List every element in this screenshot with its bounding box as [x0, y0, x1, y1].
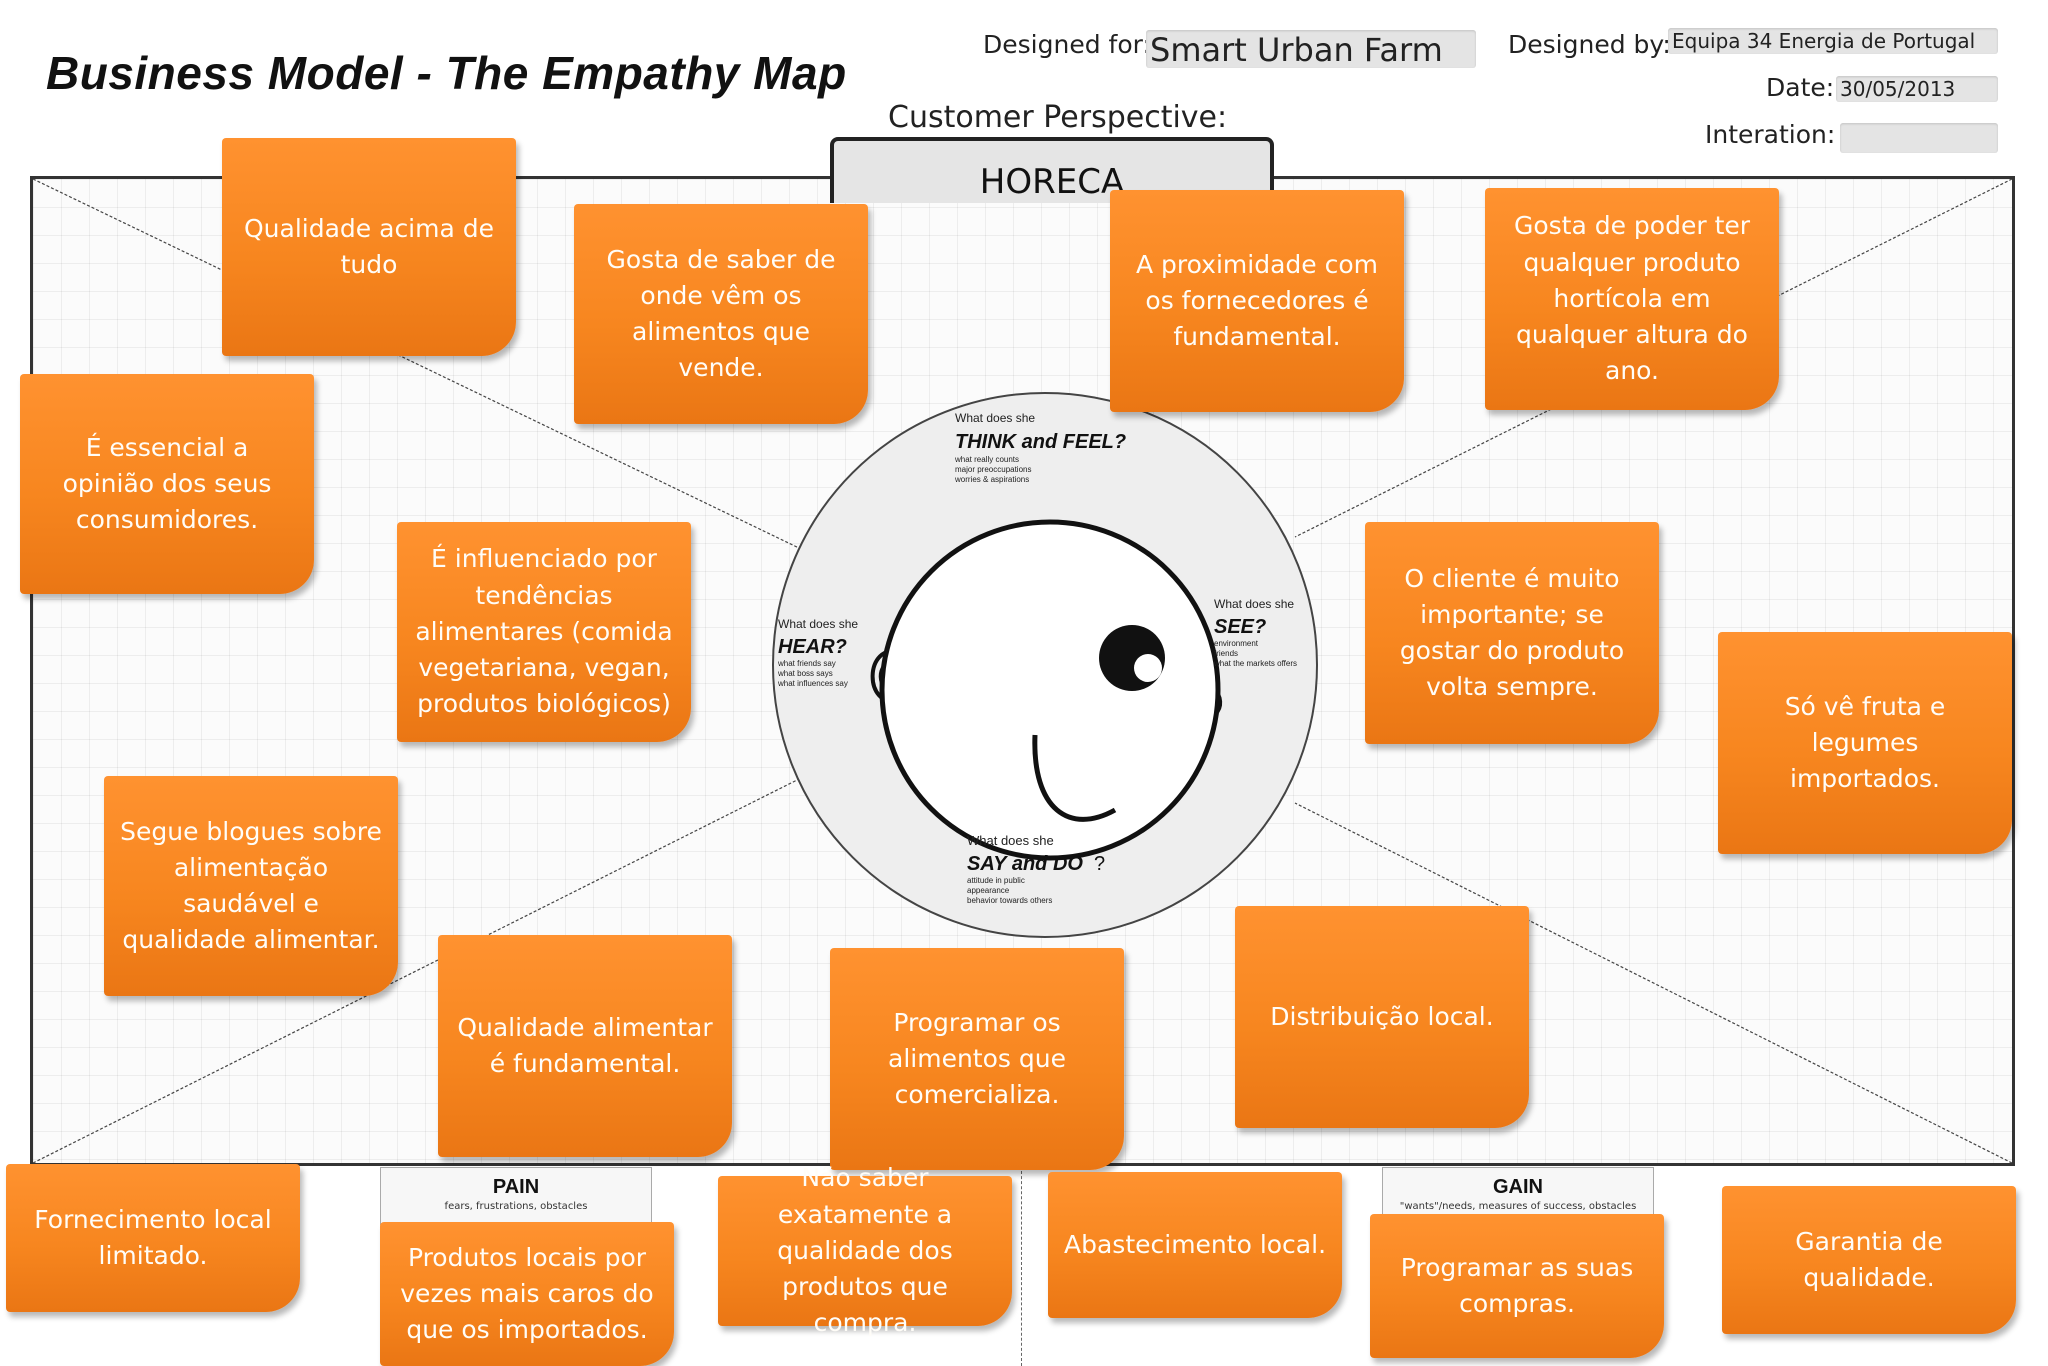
- svg-text:environment: environment: [1214, 639, 1259, 648]
- gain-subtitle: "wants"/needs, measures of success, obst…: [1399, 1201, 1637, 1212]
- svg-text:worries & aspirations: worries & aspirations: [954, 475, 1029, 484]
- pain-header: PAIN fears, frustrations, obstacles: [380, 1167, 652, 1225]
- sticky-note[interactable]: Distribuição local.: [1235, 906, 1529, 1128]
- hear-pre: What does she: [778, 617, 858, 631]
- think-pre: What does she: [955, 411, 1035, 425]
- iteration-field[interactable]: [1840, 123, 1998, 153]
- svg-text:appearance: appearance: [967, 886, 1010, 895]
- sticky-note[interactable]: É essencial a opinião dos seus consumido…: [20, 374, 314, 594]
- say-pre: What does she: [967, 833, 1054, 848]
- say-question-mark: ?: [1094, 853, 1105, 875]
- customer-perspective-label: Customer Perspective:: [888, 100, 1228, 135]
- designed-for-field[interactable]: Smart Urban Farm: [1146, 30, 1476, 68]
- sticky-note[interactable]: Só vê fruta e legumes importados.: [1718, 632, 2012, 854]
- see-title: SEE?: [1214, 616, 1266, 638]
- sticky-note[interactable]: Qualidade alimentar é fundamental.: [438, 935, 732, 1157]
- see-pre: What does she: [1214, 597, 1294, 611]
- svg-text:major preoccupations: major preoccupations: [955, 465, 1031, 474]
- think-title: THINK and FEEL?: [955, 431, 1126, 453]
- sticky-note[interactable]: Garantia de qualidade.: [1722, 1186, 2016, 1334]
- hear-title: HEAR?: [778, 636, 847, 658]
- sticky-note[interactable]: Segue blogues sobre alimentação saudável…: [104, 776, 398, 996]
- designed-by-label: Designed by:: [1508, 30, 1671, 59]
- empathy-center: What does she THINK and FEEL? what reall…: [770, 390, 1320, 940]
- date-label: Date:: [1766, 73, 1835, 102]
- pain-gain-divider: [1021, 1166, 1022, 1366]
- sticky-note[interactable]: Qualidade acima de tudo: [222, 138, 516, 356]
- svg-text:what really counts: what really counts: [954, 455, 1019, 464]
- say-title: SAY and DO: [967, 853, 1083, 875]
- head-icon: [879, 519, 1221, 861]
- svg-text:what friends say: what friends say: [777, 659, 836, 668]
- sticky-note[interactable]: Gosta de saber de onde vêm os alimentos …: [574, 204, 868, 424]
- sticky-note[interactable]: Fornecimento local limitado.: [6, 1164, 300, 1312]
- mouth-icon: [1032, 734, 1117, 822]
- svg-text:what influences say: what influences say: [777, 679, 848, 688]
- sticky-note[interactable]: Programar as suas compras.: [1370, 1214, 1664, 1358]
- sticky-note[interactable]: O cliente é muito importante; se gostar …: [1365, 522, 1659, 744]
- svg-text:what boss says: what boss says: [777, 669, 833, 678]
- page-title: Business Model - The Empathy Map: [46, 47, 847, 99]
- svg-text:what the markets offers: what the markets offers: [1213, 659, 1297, 668]
- customer-perspective-value: HORECA: [979, 162, 1125, 202]
- iteration-label: Interation:: [1705, 120, 1836, 149]
- svg-text:attitude in public: attitude in public: [967, 876, 1025, 885]
- sticky-note[interactable]: Abastecimento local.: [1048, 1172, 1342, 1318]
- sticky-note[interactable]: É influenciado por tendências alimentare…: [397, 522, 691, 742]
- svg-text:behavior towards others: behavior towards others: [967, 896, 1052, 905]
- pain-title: PAIN: [492, 1176, 540, 1198]
- sticky-note[interactable]: Produtos locais por vezes mais caros do …: [380, 1222, 674, 1366]
- sticky-note[interactable]: A proximidade com os fornecedores é fund…: [1110, 190, 1404, 412]
- sticky-note[interactable]: Programar os alimentos que comercializa.: [830, 948, 1124, 1170]
- designed-by-field[interactable]: Equipa 34 Energia de Portugal: [1668, 28, 1998, 54]
- sticky-note[interactable]: Gosta de poder ter qualquer produto hort…: [1485, 188, 1779, 410]
- customer-perspective-box[interactable]: HORECA: [830, 137, 1274, 203]
- gain-title: GAIN: [1493, 1176, 1543, 1198]
- svg-text:friends: friends: [1214, 649, 1238, 658]
- date-field[interactable]: 30/05/2013: [1836, 76, 1998, 102]
- sticky-note[interactable]: Não saber exatamente a qualidade dos pro…: [718, 1163, 1012, 1337]
- pain-subtitle: fears, frustrations, obstacles: [444, 1201, 588, 1212]
- empathy-circle: What does she THINK and FEEL? what reall…: [772, 392, 1318, 938]
- designed-for-label: Designed for:: [983, 30, 1151, 59]
